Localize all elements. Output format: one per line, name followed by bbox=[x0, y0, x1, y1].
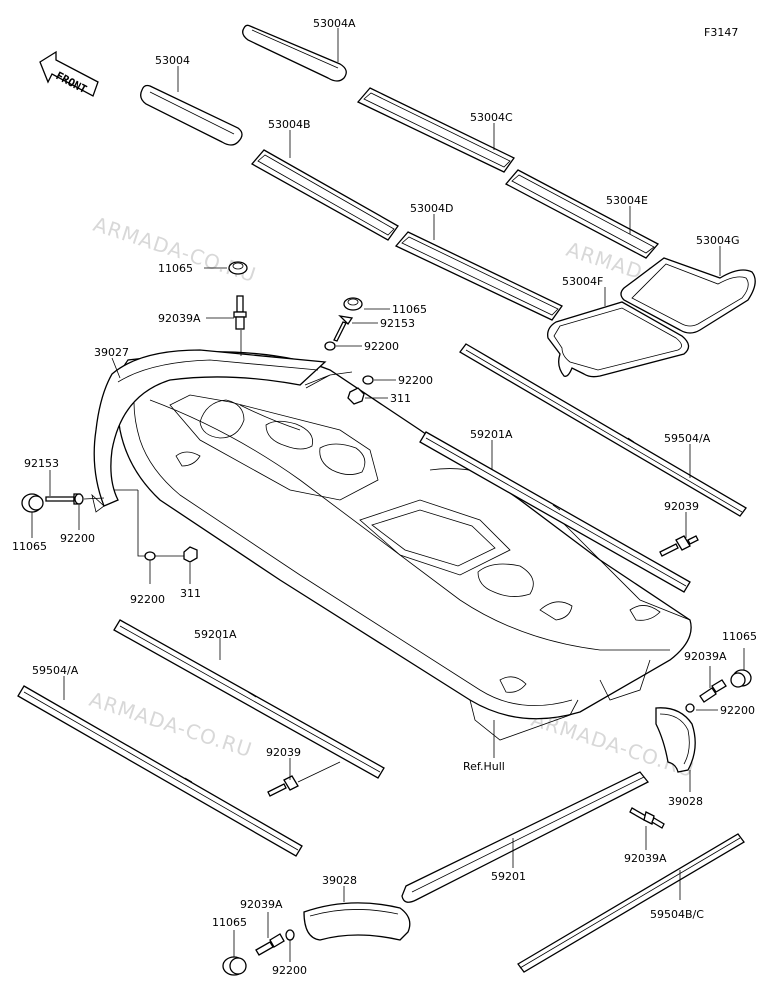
rail-59504A-right bbox=[459, 343, 747, 517]
bumper-39028-right bbox=[655, 707, 696, 773]
fastener-11065-a bbox=[228, 261, 248, 275]
label-92039-a: 92039 bbox=[664, 500, 699, 513]
cap-11065-d bbox=[730, 669, 752, 688]
label-39028-a: 39028 bbox=[668, 795, 703, 808]
label-92200-f: 92200 bbox=[272, 964, 307, 977]
label-92200-d: 92200 bbox=[130, 593, 165, 606]
mat-53004G: 53004G bbox=[620, 234, 756, 334]
label-59201A-a: 59201A bbox=[470, 428, 513, 441]
label-53004B: 53004B bbox=[268, 118, 311, 131]
mat-53004E: 53004E bbox=[504, 169, 660, 259]
washer-92200-f bbox=[285, 929, 295, 941]
label-11065-a: 11065 bbox=[158, 262, 193, 275]
nut-311-b bbox=[183, 546, 198, 563]
label-53004E: 53004E bbox=[606, 194, 648, 207]
screw-92153-a bbox=[333, 315, 354, 342]
rail-59201A-left bbox=[113, 619, 385, 779]
mat-53004F: 53004F bbox=[547, 275, 690, 378]
mat-53004: 53004 bbox=[140, 54, 243, 146]
label-92200-e: 92200 bbox=[720, 704, 755, 717]
label-92039A-a: 92039A bbox=[158, 312, 201, 325]
label-53004A: 53004A bbox=[313, 17, 356, 30]
label-92153-b: 92153 bbox=[24, 457, 59, 470]
watermark: ARMADA-CO.RU bbox=[90, 212, 259, 287]
label-311-b: 311 bbox=[180, 587, 201, 600]
label-92200-b: 92200 bbox=[398, 374, 433, 387]
mat-53004A: 53004A bbox=[242, 17, 356, 82]
rivet-92039A-c bbox=[629, 807, 665, 829]
label-11065-b: 11065 bbox=[392, 303, 427, 316]
label-92039A-b: 92039A bbox=[684, 650, 727, 663]
bumper-39028-left bbox=[303, 902, 411, 941]
rivet-92039-left bbox=[267, 775, 299, 797]
label-59504A-b: 59504/A bbox=[32, 664, 79, 677]
washer-92200-a bbox=[324, 341, 336, 351]
bumper-39027 bbox=[91, 349, 327, 513]
label-92039A-c: 92039A bbox=[624, 852, 667, 865]
label-92039-b: 92039 bbox=[266, 746, 301, 759]
washer-92200-d bbox=[144, 551, 156, 561]
rail-59201A-right bbox=[419, 431, 691, 593]
label-39028-b: 39028 bbox=[322, 874, 357, 887]
rail-59504A-left bbox=[17, 685, 303, 857]
rail-59201 bbox=[401, 771, 650, 903]
mat-53004C: 53004C bbox=[356, 87, 515, 173]
label-92153-a: 92153 bbox=[380, 317, 415, 330]
watermark: ARMADA-CO.RU bbox=[86, 687, 255, 762]
washer-92200-e bbox=[685, 703, 695, 713]
label-11065-e: 11065 bbox=[212, 916, 247, 929]
front-arrow-icon: FRONT bbox=[39, 50, 99, 97]
label-11065-c: 11065 bbox=[12, 540, 47, 553]
label-53004F: 53004F bbox=[562, 275, 603, 288]
label-59504A-a: 59504/A bbox=[664, 432, 711, 445]
label-53004G: 53004G bbox=[696, 234, 740, 247]
cap-11065-e bbox=[222, 956, 247, 976]
label-92039A-d: 92039A bbox=[240, 898, 283, 911]
mat-53004D: 53004D bbox=[394, 202, 563, 321]
label-53004: 53004 bbox=[155, 54, 190, 67]
label-311-a: 311 bbox=[390, 392, 411, 405]
label-11065-d: 11065 bbox=[722, 630, 757, 643]
label-53004D: 53004D bbox=[410, 202, 453, 215]
rivet-92039A-b bbox=[699, 679, 727, 703]
rivet-92039A-d bbox=[255, 933, 285, 956]
label-ref-hull: Ref.Hull bbox=[463, 760, 505, 773]
rail-59504BC bbox=[517, 833, 745, 973]
washer-92200-b bbox=[362, 375, 374, 385]
nut-311-a bbox=[347, 387, 365, 405]
label-59201A-b: 59201A bbox=[194, 628, 237, 641]
rivet-92039-right bbox=[659, 535, 699, 557]
rivet-92039A-a bbox=[233, 295, 247, 330]
label-92200-c: 92200 bbox=[60, 532, 95, 545]
label-53004C: 53004C bbox=[470, 111, 513, 124]
fastener-11065-b bbox=[343, 297, 363, 311]
label-59201: 59201 bbox=[491, 870, 526, 883]
label-92200-a: 92200 bbox=[364, 340, 399, 353]
label-59504BC: 59504B/C bbox=[650, 908, 704, 921]
cap-11065-c bbox=[21, 493, 44, 513]
washer-92200-c bbox=[74, 493, 84, 505]
figure-code: F3147 bbox=[704, 26, 738, 39]
label-39027: 39027 bbox=[94, 346, 129, 359]
mat-53004B: 53004B bbox=[250, 118, 399, 241]
